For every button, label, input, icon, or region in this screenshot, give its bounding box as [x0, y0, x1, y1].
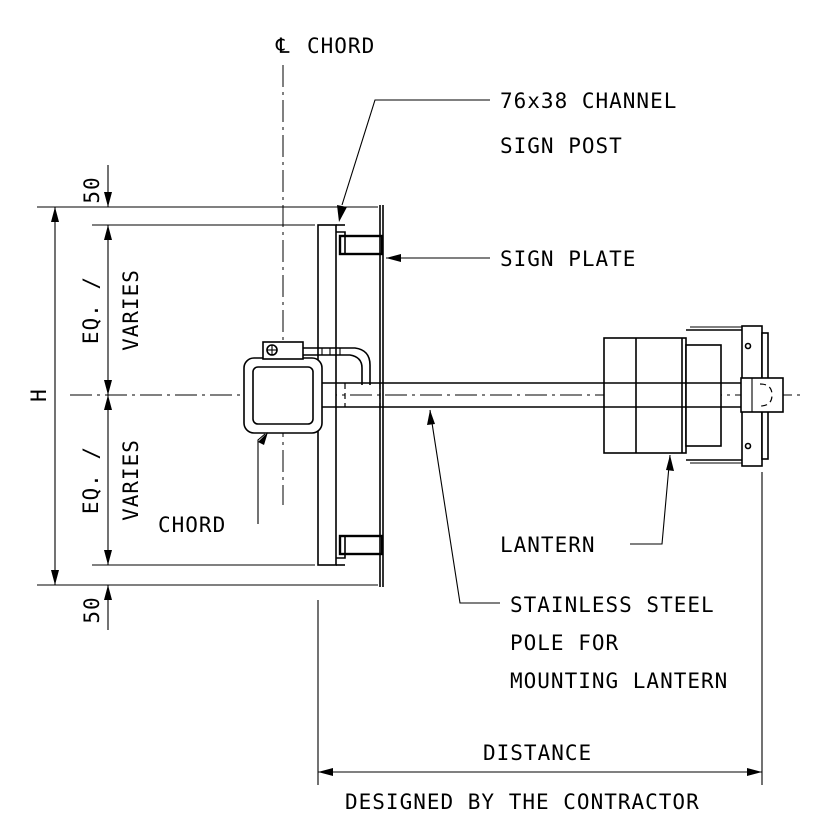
channel-label-line1: 76x38 CHANNEL	[500, 89, 677, 113]
upper-eq-label-line2: VARIES	[119, 269, 143, 351]
upper-eq-label-line1: EQ. /	[79, 276, 103, 344]
lantern-label: LANTERN	[500, 533, 596, 557]
centerline-symbol: ℄	[275, 34, 290, 58]
top-offset-dimension: 50	[80, 176, 104, 203]
designed-by-label: DESIGNED BY THE CONTRACTOR	[345, 790, 700, 814]
leader-lines	[257, 99, 674, 604]
left-dimension-lines	[37, 165, 378, 630]
chord-label: CHORD	[158, 513, 226, 537]
distance-dimension	[317, 472, 763, 785]
pole-label-line3: MOUNTING LANTERN	[510, 669, 728, 693]
pole-label-line2: POLE FOR	[510, 631, 619, 655]
lower-eq-label-line1: EQ. /	[79, 446, 103, 514]
height-dimension: H	[27, 388, 51, 402]
channel-label-line2: SIGN POST	[500, 134, 623, 158]
pole-label-line1: STAINLESS STEEL	[510, 593, 715, 617]
chord-member	[243, 341, 371, 434]
lantern-assembly	[603, 325, 784, 467]
lower-eq-label-line2: VARIES	[119, 439, 143, 521]
channel-sign-post	[317, 224, 384, 566]
bottom-offset-dimension: 50	[80, 596, 104, 623]
sign-plate-label: SIGN PLATE	[500, 247, 636, 271]
distance-label: DISTANCE	[483, 741, 592, 765]
centerline-chord-label: CHORD	[307, 34, 375, 58]
